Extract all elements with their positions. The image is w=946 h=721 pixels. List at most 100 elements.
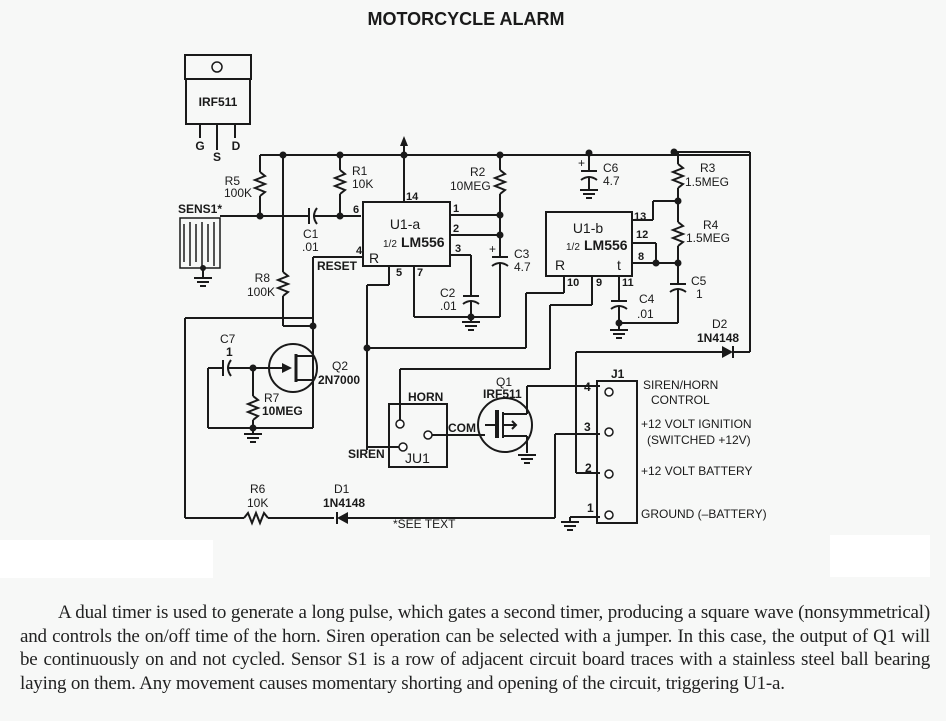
r7-name: R7 bbox=[264, 391, 280, 405]
u1a-part: LM556 bbox=[401, 234, 445, 250]
c1-name: C1 bbox=[303, 227, 319, 241]
ground-icon bbox=[194, 277, 212, 287]
jumper-ju1: HORN SIREN COM JU1 bbox=[348, 369, 485, 468]
scan-blank-left bbox=[0, 540, 213, 578]
sensor-sens1: SENS1* bbox=[178, 202, 300, 287]
j1-pin3-num: 3 bbox=[584, 420, 591, 434]
capacitor-c5: C5 1 bbox=[619, 274, 707, 324]
r4-value: 1.5MEG bbox=[686, 231, 730, 245]
ground-icon bbox=[561, 521, 579, 531]
pin-label-source: S bbox=[213, 150, 221, 164]
capacitor-c3: + C3 4.7 bbox=[489, 235, 531, 317]
j1-pin3-terminal[interactable] bbox=[604, 427, 614, 437]
u1b-pin13: 13 bbox=[634, 211, 646, 223]
resistor-r1: R1 10K bbox=[332, 155, 373, 216]
j1-pin1-terminal[interactable] bbox=[604, 510, 614, 520]
resistor-r7: R7 10MEG bbox=[244, 368, 303, 443]
q1-name: Q1 bbox=[496, 375, 512, 389]
r5-value: 100K bbox=[224, 186, 252, 200]
ground-icon bbox=[518, 454, 536, 464]
see-text-note: *SEE TEXT bbox=[393, 517, 456, 531]
resistor-r3: R3 1.5MEG bbox=[670, 152, 729, 205]
j1-pin4-label: SIREN/HORN bbox=[643, 378, 718, 392]
u1b-reset-pin: R bbox=[555, 257, 565, 273]
j1-pin1-label: GROUND (–BATTERY) bbox=[641, 507, 767, 521]
u1a-pin3: 3 bbox=[455, 243, 461, 255]
u1a-half: 1/2 bbox=[383, 239, 397, 250]
vcc-arrow-icon bbox=[400, 136, 408, 146]
caption-paragraph: A dual timer is used to generate a long … bbox=[20, 602, 930, 694]
d1-name: D1 bbox=[334, 482, 350, 496]
c3-name: C3 bbox=[514, 247, 530, 261]
package-part-label: IRF511 bbox=[199, 95, 238, 109]
q2-value: 2N7000 bbox=[318, 373, 360, 387]
j1-pin3-label: +12 VOLT IGNITION bbox=[641, 417, 752, 431]
u1a-pin4: 4 bbox=[356, 245, 363, 257]
ground-icon bbox=[462, 321, 480, 331]
c5-name: C5 bbox=[691, 274, 707, 288]
ju1-com-contact[interactable] bbox=[423, 430, 433, 440]
u1a-reset-pin: R bbox=[369, 250, 379, 266]
connector-j1: J1 4 3 2 1 SIREN/HORN CONTROL +12 VOLT I… bbox=[554, 367, 767, 531]
resistor-r6: R6 10K bbox=[243, 482, 334, 526]
resistor-r4: R4 1.5MEG bbox=[670, 201, 730, 283]
u1a-pin6: 6 bbox=[353, 204, 359, 216]
c3-value: 4.7 bbox=[514, 260, 531, 274]
d2-name: D2 bbox=[712, 317, 728, 331]
u1a-pin1: 1 bbox=[453, 203, 459, 215]
q2-name: Q2 bbox=[332, 359, 348, 373]
u1b-t-pin: t bbox=[617, 257, 621, 273]
r7-value: 10MEG bbox=[262, 404, 303, 418]
pin-label-drain: D bbox=[232, 139, 241, 153]
ju1-siren-contact[interactable] bbox=[398, 442, 408, 452]
transistor-q2: Q2 2N7000 bbox=[253, 326, 360, 428]
c5-value: 1 bbox=[696, 287, 703, 301]
d2-value: 1N4148 bbox=[697, 331, 739, 345]
resistor-r5: R5 100K bbox=[224, 155, 268, 216]
j1-pin3-label2: (SWITCHED +12V) bbox=[647, 433, 751, 447]
ju1-name: JU1 bbox=[405, 450, 430, 466]
c2-name: C2 bbox=[440, 286, 456, 300]
j1-pin4-terminal[interactable] bbox=[604, 387, 614, 397]
capacitor-c7: C7 1 bbox=[207, 332, 313, 432]
ground-icon bbox=[244, 433, 262, 443]
diode-d1: D1 1N4148 *SEE TEXT bbox=[323, 465, 556, 531]
r3-name: R3 bbox=[700, 161, 716, 175]
u1a-pin14: 14 bbox=[406, 191, 419, 203]
u1b-pin10: 10 bbox=[567, 277, 579, 289]
j1-pin4-num: 4 bbox=[584, 380, 591, 394]
r2-name: R2 bbox=[470, 165, 486, 179]
diagram-title: MOTORCYCLE ALARM bbox=[368, 9, 565, 29]
transistor-q1: Q1 IRF511 bbox=[477, 375, 600, 464]
package-mount-hole bbox=[211, 61, 223, 73]
r1-value: 10K bbox=[352, 177, 373, 191]
capacitor-c4: C4 .01 bbox=[610, 292, 655, 339]
u1b-name: U1-b bbox=[573, 220, 604, 236]
u1a-pin2: 2 bbox=[453, 223, 459, 235]
c6-name: C6 bbox=[603, 161, 619, 175]
u1b-pin9: 9 bbox=[596, 277, 602, 289]
r6-name: R6 bbox=[250, 482, 266, 496]
ju1-horn-contact[interactable] bbox=[395, 419, 405, 429]
r2-value: 10MEG bbox=[450, 179, 491, 193]
c6-value: 4.7 bbox=[603, 174, 620, 188]
u1a-reset-label: RESET bbox=[317, 259, 358, 273]
irf511-package: IRF511 G S D bbox=[184, 54, 252, 164]
j1-pin4-label2: CONTROL bbox=[651, 393, 710, 407]
resistor-r8: R8 100K bbox=[247, 155, 317, 330]
u1b-part: LM556 bbox=[584, 237, 628, 253]
u1b-half: 1/2 bbox=[566, 242, 580, 253]
q1-value: IRF511 bbox=[483, 387, 522, 401]
r8-name: R8 bbox=[255, 271, 271, 285]
r4-name: R4 bbox=[703, 218, 719, 232]
ic-u1b: U1-b 1/2 LM556 R t 13 12 8 10 9 11 bbox=[363, 200, 682, 404]
ground-icon bbox=[610, 329, 628, 339]
j1-pin1-num: 1 bbox=[587, 501, 594, 515]
r8-value: 100K bbox=[247, 285, 275, 299]
u1a-pin5: 5 bbox=[396, 267, 402, 279]
c7-value: 1 bbox=[226, 345, 233, 359]
j1-pin2-label: +12 VOLT BATTERY bbox=[641, 464, 753, 478]
capacitor-c2: C2 .01 bbox=[440, 286, 480, 331]
j1-pin2-terminal[interactable] bbox=[604, 469, 614, 479]
r5-name: R5 bbox=[225, 174, 241, 188]
